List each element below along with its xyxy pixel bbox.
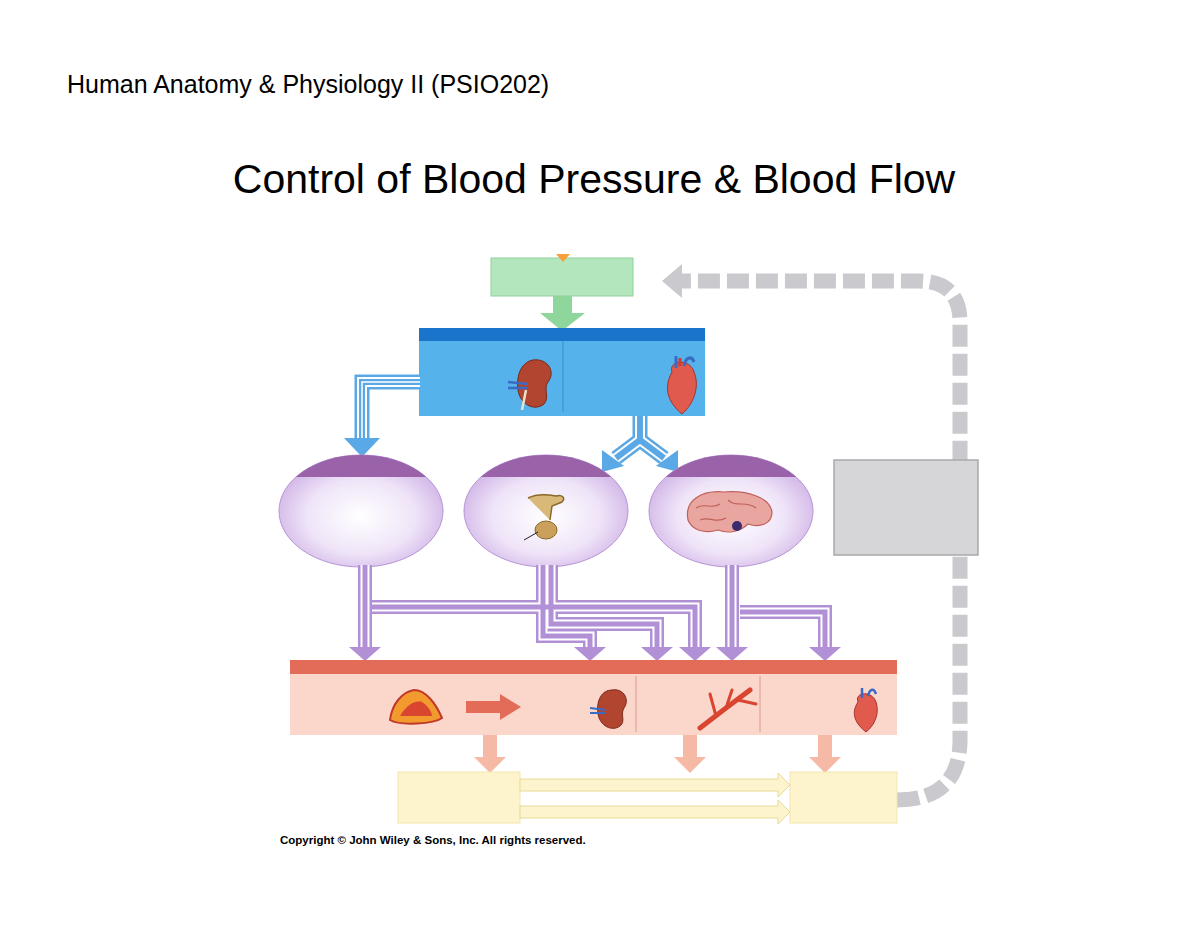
- blue-box-header: [419, 328, 705, 341]
- divider: [760, 676, 761, 732]
- orange-marker: [556, 254, 570, 262]
- feedback-arrowhead: [662, 264, 682, 298]
- heart-icon: [854, 688, 877, 732]
- green-arrow-shaft: [553, 296, 572, 314]
- blue-box: [419, 328, 705, 416]
- copyright-note: Copyright © John Wiley & Sons, Inc. All …: [280, 834, 586, 846]
- effector-band: [290, 660, 897, 735]
- blood-vessel-icon: [700, 690, 756, 728]
- outcome-box: [790, 772, 897, 823]
- diagram-title: Control of Blood Pressure & Blood Flow: [0, 156, 1188, 203]
- arrow-shaft: [466, 701, 502, 713]
- outcome-box: [398, 772, 520, 823]
- divider: [636, 676, 637, 732]
- adrenal-icon: [390, 690, 442, 724]
- blue-arrows: [344, 382, 678, 472]
- response-arrows: [474, 735, 841, 773]
- control-ellipse: [464, 455, 628, 567]
- heart-icon: [667, 356, 696, 414]
- arrowhead: [500, 694, 521, 720]
- course-heading: Human Anatomy & Physiology II (PSIO202): [67, 70, 549, 99]
- purple-arrows: [349, 565, 841, 661]
- control-ellipse: [279, 455, 443, 567]
- kidney-icon: [508, 360, 551, 410]
- yellow-arrows: [520, 773, 790, 824]
- green-box: [491, 258, 633, 296]
- kidney-icon: [590, 690, 626, 729]
- control-ellipse: [649, 455, 813, 567]
- gray-box: [834, 460, 978, 555]
- effector-band-header: [290, 660, 897, 674]
- divider: [563, 341, 564, 412]
